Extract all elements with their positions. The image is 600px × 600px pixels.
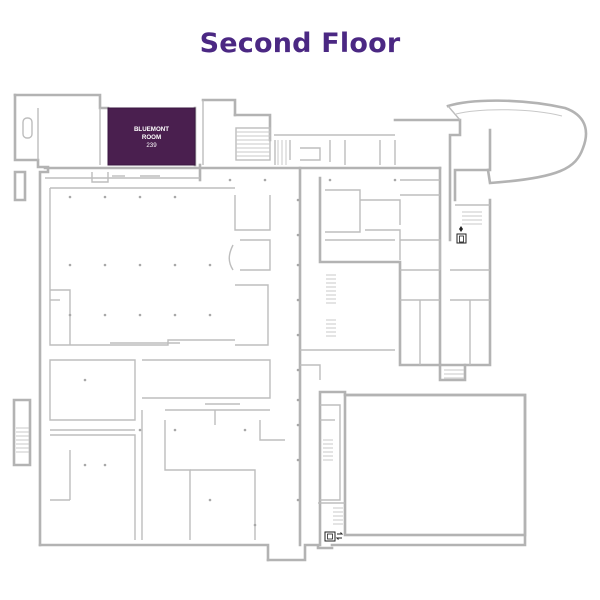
southeast-hall [318, 393, 527, 537]
room-bluemont-fill [107, 107, 196, 166]
stairs-west [16, 427, 29, 453]
elevator-icon [456, 226, 467, 244]
east-block [300, 179, 490, 380]
room-bluemont-name-1: BLUEMONT [134, 126, 169, 133]
annex-wing [446, 99, 588, 185]
room-bluemont[interactable]: BLUEMONT ROOM 239 [107, 107, 196, 166]
room-bluemont-name-2: ROOM [142, 134, 161, 141]
elevator-icon [324, 531, 344, 542]
room-bluemont-number: 239 [146, 142, 157, 149]
building-outline [12, 93, 527, 562]
west-hall [49, 187, 271, 346]
northwest-rooms [22, 100, 204, 183]
stairs-central [323, 211, 482, 525]
stairs-north [235, 127, 396, 165]
page-title: Second Floor [199, 28, 401, 59]
columns [68, 178, 397, 527]
southwest-rooms [49, 359, 285, 540]
